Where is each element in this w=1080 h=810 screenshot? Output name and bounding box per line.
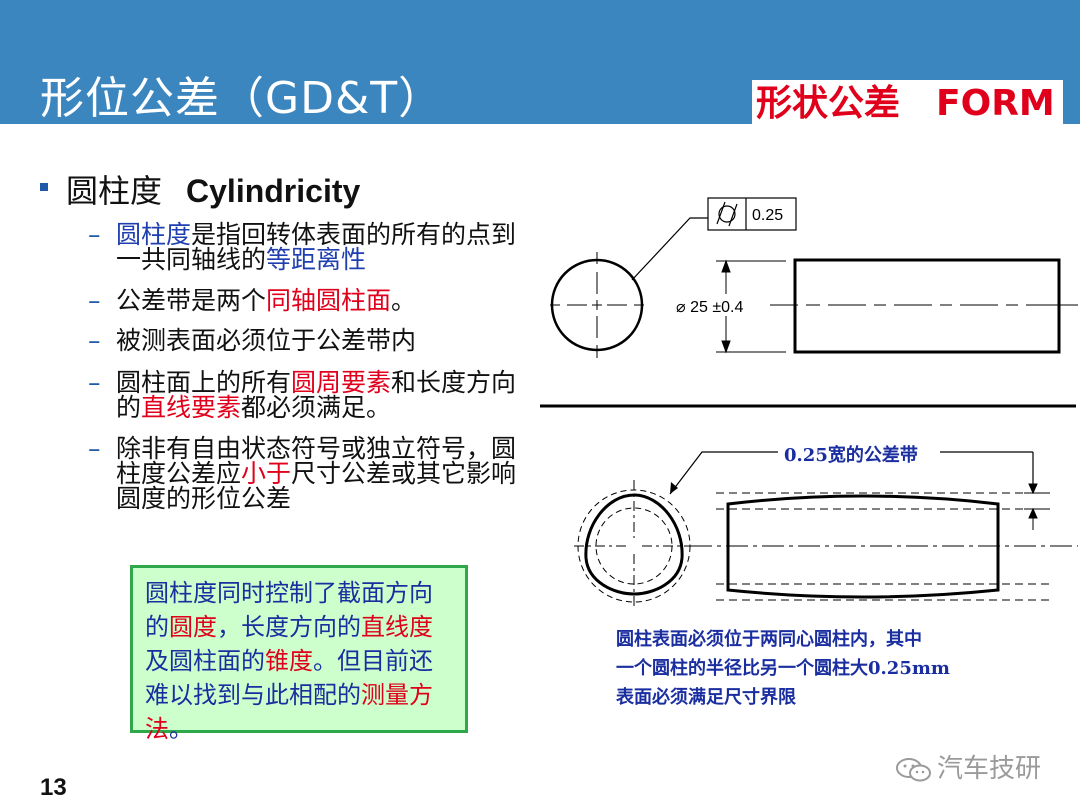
fcf-tolerance: 0.25 [752,207,783,224]
leader-line [631,217,708,281]
feature-control-frame: 0.25 [707,197,797,231]
text-run: 圆周要素 [291,368,392,397]
text-run: 尺寸公差或其它影响圆度的形位公差 [116,459,517,513]
slide-title: 形位公差（GD&T） [40,73,444,124]
note-box: 圆柱度同时控制了截面方向的圆度，长度方向的直线度及圆柱面的锥度。但目前还难以找到… [130,565,468,743]
page-number: 13 [40,774,67,801]
cylindricity-symbol-icon [716,201,738,227]
text-run: 圆柱度同时控制了截面方向的 [145,579,433,641]
wechat-icon [896,757,931,781]
caption-line: 表面必须满足尺寸界限 [616,687,796,708]
text-run: 等距离性 [266,245,367,274]
slide-subtitle: 形状公差 FORM [752,80,1063,124]
text-run: 同轴圆柱面 [266,286,392,315]
side-view-cylinder [793,258,1061,354]
text-run: 除非有自由状态符号或独立符号，圆柱度公差应 [116,434,517,488]
text-run: 圆柱面上的所有 [116,368,292,397]
text-run: 公差带是两个 [116,286,267,315]
barrel-side-view [690,483,1078,601]
watermark-text: 汽车技研 [937,754,1042,784]
drawing-caption: 圆柱表面必须位于两同心圆柱内，其中 一个圆柱的半径比另一个圆柱大0.25mm 表… [616,625,950,712]
tolerance-band-label: 0.25宽的公差带 [778,441,924,467]
text-run: 测量方法 [145,681,433,743]
main-bullet-cn: 圆柱度 [66,172,163,210]
text-run: 和长度方向的 [116,368,517,422]
bullet-square-icon [40,183,48,191]
text-run: ，长度方向的 [217,613,361,641]
text-run: 直线度 [361,613,433,641]
text-run: 被测表面必须位于公差带内 [116,326,417,355]
text-run: 都必须满足。 [241,393,392,422]
text-run: 小于 [241,459,292,488]
main-bullet: 圆柱度 Cylindricity [40,166,360,212]
watermark: 汽车技研 [895,748,1041,785]
text-run: 是指回转体表面的所有的点到一共同轴线的 [116,220,517,274]
diameter-dimension [716,259,786,354]
caption-line: 一个圆柱的半径比另一个圆柱大0.25mm [616,658,950,679]
cylindricity-drawing: 0.25 ⌀ 25 ±0.4 [540,197,1078,610]
caption-line: 圆柱表面必须位于两同心圆柱内，其中 [616,629,922,650]
text-run: 及圆柱面的 [145,647,265,675]
text-run: 。 [169,715,193,743]
text-run: 。 [391,286,417,315]
text-run: 直线要素 [141,393,242,422]
band-leader [669,451,778,495]
text-run: 圆度 [169,613,217,641]
diameter-dim: ⌀ 25 ±0.4 [676,299,743,316]
lobed-section [574,480,696,610]
main-bullet-en: Cylindricity [186,173,361,209]
text-run: 圆柱度 [116,220,192,249]
text-run: 锥度 [265,647,313,675]
end-view-circle [550,252,644,358]
text-run: 。但目前还难以找到与此相配的 [145,647,433,709]
